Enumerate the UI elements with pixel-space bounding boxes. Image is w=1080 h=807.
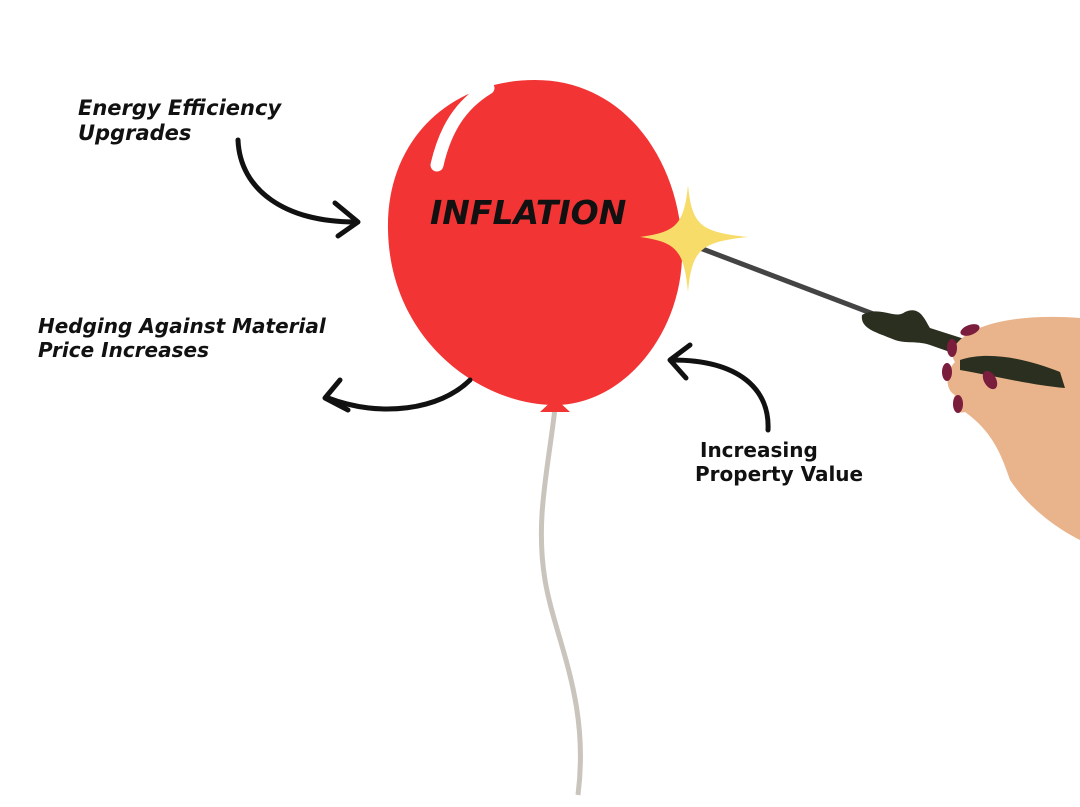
arrow-hedging-icon: [322, 377, 473, 413]
balloon-highlight: [430, 81, 495, 172]
nails-icon: [942, 324, 998, 413]
arrow-property-icon: [667, 342, 771, 433]
hand: [947, 316, 1080, 540]
hand-shade: [960, 355, 1065, 388]
label-line: Energy Efficiency: [78, 96, 282, 120]
sparkle-icon: [640, 185, 748, 292]
balloon: [387, 80, 683, 405]
arrow-energy-icon: [235, 137, 361, 239]
label-line: Property Value: [695, 461, 864, 486]
label-line: Upgrades: [78, 120, 192, 145]
balloon-title: INFLATION: [430, 193, 627, 232]
label-line: Price Increases: [38, 337, 209, 362]
label-line: Increasing: [700, 438, 818, 462]
balloon-string: [538, 407, 583, 796]
label-line: Hedging Against Material: [38, 314, 326, 338]
